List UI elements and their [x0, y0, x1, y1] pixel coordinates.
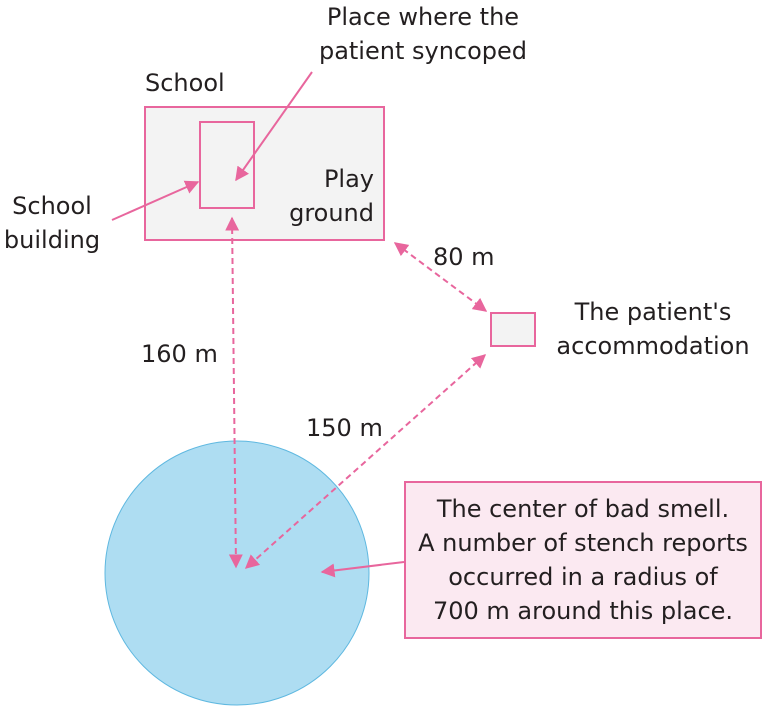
distance-80m-arrow	[393, 242, 488, 312]
playground-line-2: ground	[289, 199, 374, 227]
school-label: School	[145, 69, 225, 97]
callout-line-2: A number of stench reports	[418, 529, 748, 557]
accommodation-rect	[490, 312, 536, 347]
syncope-place-label: Place where the patient syncoped	[313, 0, 533, 68]
building-pointer-arrow	[111, 180, 200, 221]
callout-line-3: occurred in a radius of	[448, 563, 718, 591]
playground-line-1: Play	[323, 165, 374, 193]
school-building-rect	[199, 121, 255, 209]
distance-150m-arrow	[244, 354, 487, 569]
distance-150m-label: 150 m	[306, 414, 383, 442]
accommodation-line-1: The patient's	[574, 298, 732, 326]
accommodation-label: The patient's accommodation	[548, 295, 758, 363]
syncope-place-line-2: patient syncoped	[318, 37, 528, 65]
distance-160m-arrow	[225, 216, 243, 569]
smell-center-callout: The center of bad smell. A number of ste…	[404, 481, 762, 639]
school-building-label: School building	[0, 189, 104, 257]
school-building-line-1: School	[12, 192, 92, 220]
school-area-rect	[144, 106, 385, 241]
accommodation-line-2: accommodation	[556, 332, 750, 360]
callout-line-4: 700 m around this place.	[432, 597, 734, 625]
distance-160m-label: 160 m	[141, 340, 218, 368]
playground-label: Play ground	[270, 162, 374, 230]
callout-line-1: The center of bad smell.	[436, 495, 730, 523]
smell-area-circle	[104, 440, 370, 706]
syncope-place-line-1: Place where the	[326, 3, 520, 31]
syncope-pointer-arrow	[235, 71, 313, 182]
school-building-line-2: building	[3, 226, 101, 254]
distance-80m-label: 80 m	[433, 243, 495, 271]
